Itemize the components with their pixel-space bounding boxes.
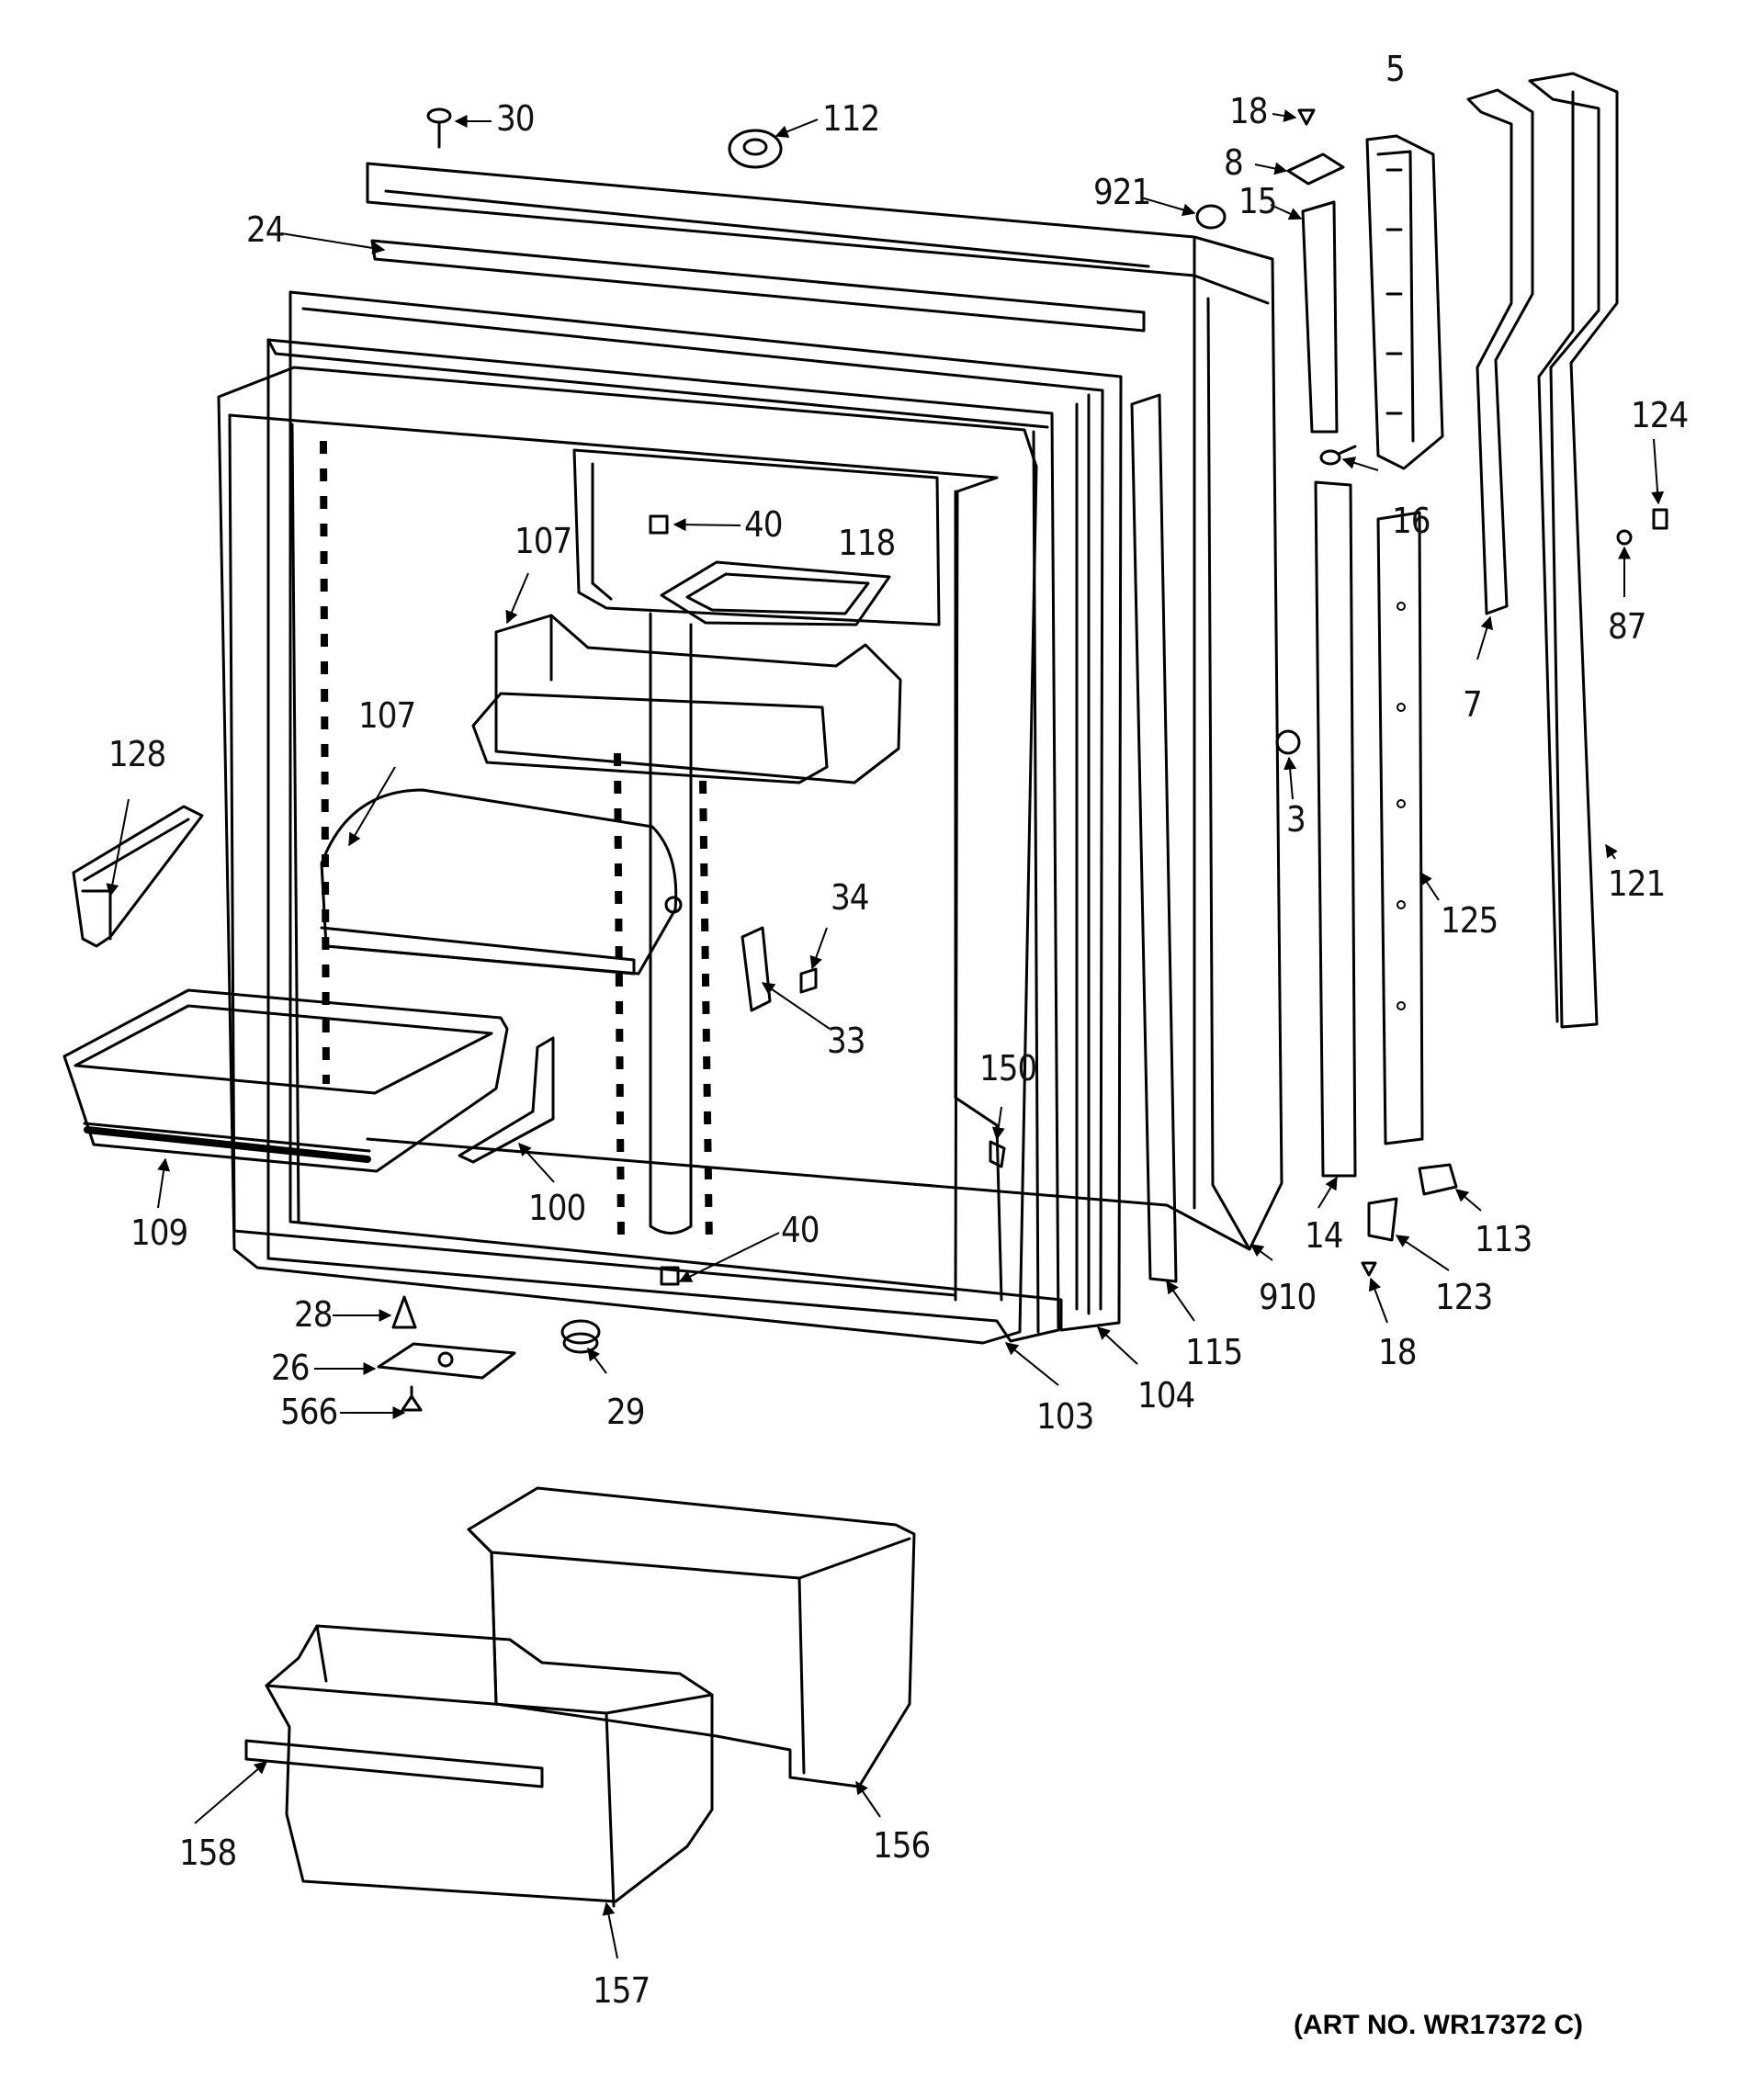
handle-screw-top — [1297, 108, 1316, 126]
handle-mounting-rail — [1376, 511, 1424, 1145]
hinge-screw — [401, 1385, 423, 1412]
callout-910: 910 — [1259, 1277, 1316, 1317]
door-handle-upper — [1466, 88, 1534, 615]
art-number-caption: (ART NO. WR17372 C) — [1294, 2010, 1584, 2040]
callout-24: 24 — [246, 209, 285, 250]
bottom-hinge-plate — [377, 1342, 516, 1380]
stop-upper — [649, 514, 669, 535]
callout-30: 30 — [496, 98, 535, 139]
bottom-door-bin — [62, 988, 509, 1173]
callout-8: 8 — [1224, 142, 1243, 183]
callout-29: 29 — [606, 1392, 645, 1432]
callout-87: 87 — [1608, 606, 1646, 647]
callout-34: 34 — [831, 877, 869, 918]
small-side-bin — [72, 805, 204, 948]
callout-7: 7 — [1463, 684, 1482, 725]
shelf-rails — [320, 440, 713, 1250]
callout-3: 3 — [1286, 799, 1306, 840]
callout-28: 28 — [294, 1294, 333, 1335]
callout-128: 128 — [108, 734, 165, 774]
leader-lines — [106, 109, 1665, 1959]
callout-100: 100 — [528, 1188, 585, 1228]
callout-103: 103 — [1036, 1396, 1093, 1437]
callout-121: 121 — [1608, 863, 1665, 904]
callout-14: 14 — [1305, 1215, 1343, 1256]
hinge-block-113 — [1418, 1163, 1458, 1196]
drawer-handle — [244, 1739, 544, 1788]
callout-156: 156 — [873, 1825, 930, 1866]
callout-18-lower: 18 — [1378, 1332, 1417, 1372]
callout-104: 104 — [1137, 1375, 1194, 1416]
callout-158: 158 — [179, 1833, 236, 1873]
door-stop-150 — [989, 1140, 1006, 1168]
handle-cover — [1365, 134, 1444, 470]
upper-door-shelf — [471, 614, 902, 784]
outer-door-panel — [366, 162, 1283, 1251]
callout-124: 124 — [1631, 395, 1688, 435]
callout-33: 33 — [827, 1021, 865, 1061]
side-trim-strip — [1130, 393, 1178, 1283]
callout-113: 113 — [1475, 1219, 1532, 1259]
callout-40-lower: 40 — [781, 1210, 820, 1250]
top-plug — [728, 129, 783, 169]
callout-18: 18 — [1229, 91, 1268, 131]
callout-112: 112 — [822, 98, 879, 139]
callout-109: 109 — [130, 1213, 187, 1253]
door-liner — [217, 366, 1038, 1345]
top-screw — [426, 107, 452, 149]
crisper-cover — [467, 1486, 916, 1788]
trim-strip-14 — [1314, 480, 1357, 1178]
callout-107-lower: 107 — [358, 695, 415, 736]
callout-16: 16 — [1392, 501, 1430, 541]
trim-screw — [1319, 445, 1357, 466]
handle-clip — [1286, 152, 1345, 186]
callout-40-upper: 40 — [744, 504, 783, 545]
callout-labels: 30 112 24 18 5 8 921 15 124 40 118 107 1… — [108, 49, 1689, 2011]
shelf-bracket — [458, 1036, 555, 1164]
callout-15: 15 — [1238, 181, 1277, 221]
door-plug-29 — [560, 1319, 601, 1354]
crisper-drawer — [265, 1624, 714, 1908]
callout-150: 150 — [979, 1048, 1036, 1089]
hinge-screw-bottom — [1361, 1261, 1377, 1277]
callout-107-upper: 107 — [514, 521, 571, 561]
callout-123: 123 — [1435, 1277, 1492, 1317]
door-handle-main — [1528, 72, 1619, 1029]
hinge-bracket-123 — [1367, 1197, 1398, 1242]
callout-157: 157 — [593, 1970, 650, 2011]
door-gasket — [288, 290, 1123, 1332]
callout-118: 118 — [838, 523, 895, 563]
door-stop-pin — [391, 1295, 417, 1329]
shelf-clip — [741, 926, 818, 1012]
callout-125: 125 — [1441, 900, 1498, 941]
callout-921: 921 — [1093, 172, 1150, 212]
trim-piece-15 — [1301, 200, 1339, 434]
handle-screw-87 — [1616, 529, 1633, 546]
stop-lower — [660, 1266, 680, 1286]
callout-26: 26 — [271, 1348, 310, 1388]
handle-rail-holes — [1396, 602, 1406, 1010]
hinge-cap-plug — [1195, 204, 1227, 230]
small-door-shelf — [660, 560, 891, 626]
callout-115: 115 — [1185, 1332, 1242, 1372]
callout-5: 5 — [1385, 49, 1405, 89]
dairy-compartment — [320, 788, 683, 976]
handle-end-cap — [1652, 508, 1668, 530]
callout-566: 566 — [280, 1392, 337, 1432]
hinge-pin-bushing — [1275, 729, 1301, 755]
